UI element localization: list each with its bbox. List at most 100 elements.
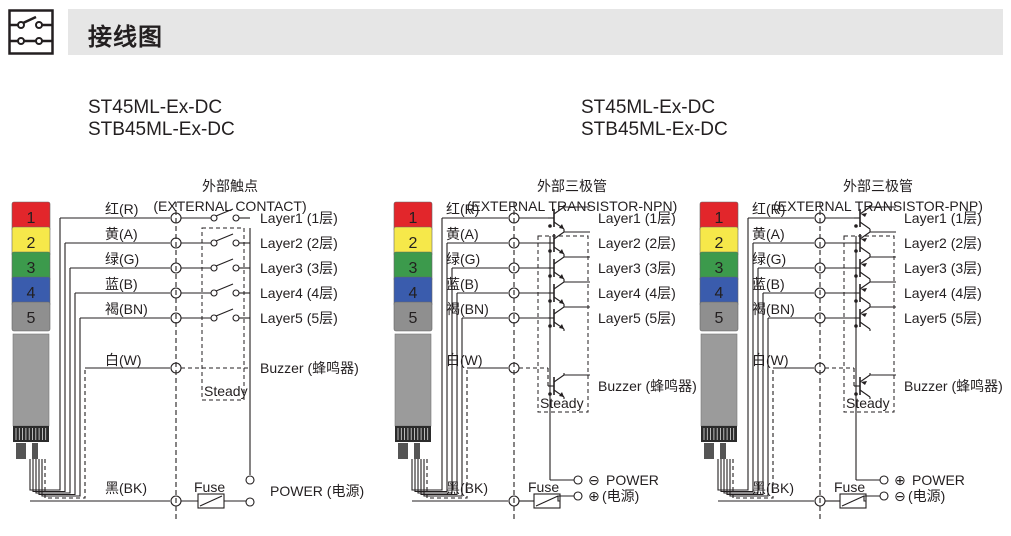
tower-base: [395, 426, 431, 442]
wire: [32, 243, 66, 493]
junction: [854, 274, 858, 278]
switch-contact-icon: [8, 9, 54, 55]
power-label: (电源): [602, 488, 639, 504]
junction: [854, 392, 858, 396]
fuse-element: [535, 495, 559, 507]
contact-terminal: [232, 264, 240, 272]
transistor-icon-arrow: [861, 313, 867, 317]
steady-box: [843, 235, 895, 413]
light-segment-5: [393, 301, 433, 332]
tower-connector: [704, 443, 714, 459]
segment-number: 3: [409, 260, 418, 277]
fuse-label: Fuse: [528, 479, 559, 495]
segment-number: 2: [409, 235, 418, 252]
transistor-icon-arrow: [559, 249, 564, 254]
layer-label: Layer2 (2层): [260, 235, 338, 251]
segment-number: 1: [715, 210, 724, 227]
model-block-left: ST45ML-Ex-DC STB45ML-Ex-DC: [88, 97, 235, 141]
transistor-icon-emitter: [859, 246, 871, 255]
transistor-icon-collector: [859, 206, 871, 215]
junction: [548, 224, 552, 228]
steady-box: [537, 235, 589, 413]
wire-label: 绿(G): [752, 251, 786, 267]
junction: [548, 392, 552, 396]
wire: [720, 243, 754, 493]
transistor-icon-collector: [553, 374, 565, 383]
polarity-symbol: ⊖: [894, 488, 906, 504]
wire: [417, 268, 453, 494]
transistor-icon-collector: [553, 206, 565, 215]
wire-label: 黄(A): [752, 226, 785, 242]
transistor-icon-arrow: [559, 392, 564, 397]
transistor-icon-collector: [553, 231, 565, 240]
junction: [854, 249, 858, 253]
wire-label: 蓝(B): [446, 276, 479, 292]
power-terminal: [879, 491, 889, 501]
polarity-symbol: ⊖: [588, 472, 600, 488]
transistor-icon-emitter: [859, 389, 871, 398]
buzzer-label: Buzzer (蜂鸣器): [904, 378, 1003, 394]
segment-number: 5: [409, 310, 418, 327]
layer-label: Layer5 (5层): [598, 310, 676, 326]
transistor-icon-collector: [553, 281, 565, 290]
segment-number: 5: [27, 310, 36, 327]
transistor-icon-arrow: [559, 224, 564, 229]
tower-connector: [32, 443, 38, 459]
segment-number: 2: [27, 235, 36, 252]
tower-base: [701, 426, 737, 442]
segment-number: 4: [409, 285, 418, 302]
transistor-icon-arrow: [559, 274, 564, 279]
wire-label: 黄(A): [105, 226, 138, 242]
model-name: STB45ML-Ex-DC: [581, 119, 728, 140]
layer-label: Layer5 (5层): [904, 310, 982, 326]
wire-label: 红(R): [105, 201, 138, 217]
transistor-icon-collector: [859, 281, 871, 290]
polarity-symbol: ⊕: [588, 488, 600, 504]
layer-label: Layer3 (3层): [904, 260, 982, 276]
diagram-subtitle: (EXTERNAL TRANSISTOR-PNP): [773, 198, 983, 214]
power-terminal: [245, 475, 255, 485]
wire: [557, 495, 574, 502]
diagram-title: 外部触点: [202, 178, 258, 194]
tower-base: [13, 426, 49, 442]
wire-label: 绿(G): [105, 251, 139, 267]
power-terminal: [245, 497, 255, 507]
diagram-title: 外部三极管: [537, 178, 607, 194]
wire-label: 红(R): [752, 201, 785, 217]
wire-label: 蓝(B): [105, 276, 138, 292]
buzzer-label: Buzzer (蜂鸣器): [260, 360, 359, 376]
transistor-icon-collector: [859, 231, 871, 240]
switch-blade: [215, 233, 234, 242]
page-title: 接线图: [88, 23, 163, 51]
transistor-icon-emitter: [859, 321, 871, 330]
transistor-icon-collector: [859, 306, 871, 315]
diagram-subtitle: (EXTERNAL CONTACT): [153, 198, 306, 214]
power-label: (电源): [908, 488, 945, 504]
segment-number: 1: [27, 210, 36, 227]
contact-terminal: [210, 289, 218, 297]
wire: [726, 293, 764, 496]
wire: [729, 318, 769, 497]
layer-label: Layer2 (2层): [598, 235, 676, 251]
transistor-icon-collector: [859, 374, 871, 383]
diagram-title: 外部三极管: [843, 178, 913, 194]
tower-body: [12, 333, 50, 427]
wire: [423, 318, 463, 497]
layer-label: Layer5 (5层): [260, 310, 338, 326]
transistor-icon-collector: [553, 256, 565, 265]
wire-white: [426, 368, 468, 499]
junction: [854, 324, 858, 328]
model-name: ST45ML-Ex-DC: [581, 97, 716, 118]
wire: [41, 318, 81, 497]
header-bar: [68, 9, 1003, 55]
fuse-label: Fuse: [194, 479, 225, 495]
contact-terminal: [232, 239, 240, 247]
wire-white: [732, 368, 774, 499]
wire-white: [44, 368, 86, 499]
wire-label: 褐(BN): [752, 301, 795, 317]
contact-terminal: [210, 314, 218, 322]
transistor-icon-emitter: [859, 271, 871, 280]
tower-connector: [414, 443, 420, 459]
wire-label: 黑(BK): [105, 480, 147, 496]
light-segment-5: [11, 301, 51, 332]
